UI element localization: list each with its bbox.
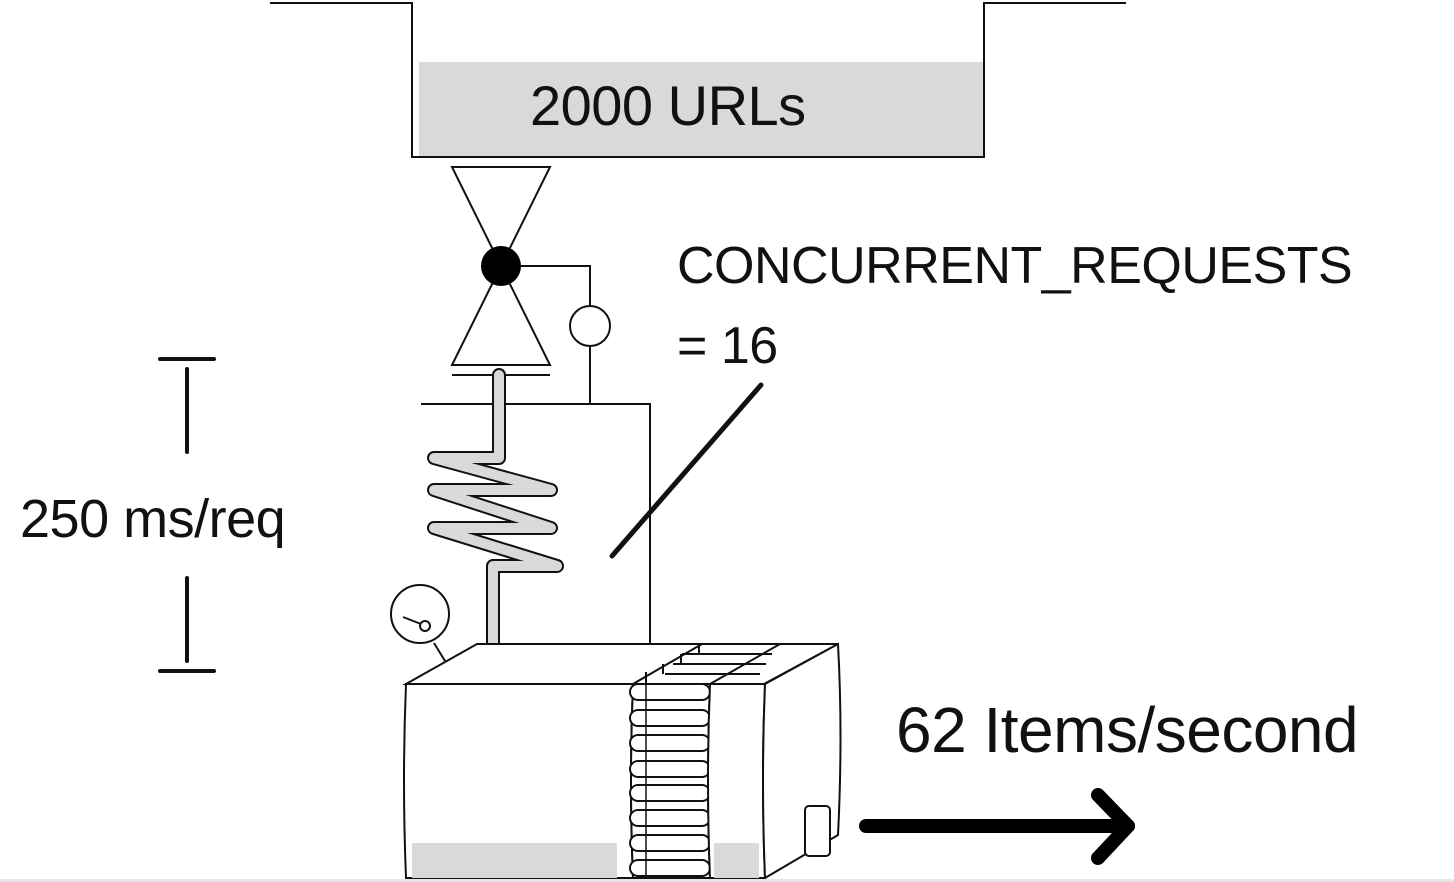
- gauge-dial: [390, 584, 450, 644]
- arrow-right-icon: [859, 788, 1135, 865]
- machine-left-base-fill: [412, 843, 617, 878]
- latency-label: 250 ms/req: [20, 489, 286, 549]
- grille-slat: [629, 859, 711, 877]
- concurrency-setting-name: CONCURRENT_REQUESTS: [677, 237, 1353, 295]
- grille-slat: [629, 834, 711, 852]
- gauge-needle: [402, 616, 422, 625]
- control-sensor: [569, 305, 611, 347]
- concurrency-leader-line: [609, 382, 764, 559]
- valve-actuator: [481, 246, 521, 286]
- hopper-label: 2000 URLs: [530, 74, 806, 137]
- coil-pipe-icon: [427, 368, 564, 667]
- gauge-icon: [390, 584, 454, 675]
- machine-front-base-fill: [714, 843, 759, 878]
- latency-dimension: [158, 357, 216, 673]
- bottom-edge: [0, 879, 1454, 882]
- grille-slat: [629, 734, 711, 752]
- arrow-head: [1091, 788, 1135, 865]
- machine-output-spout: [804, 805, 831, 857]
- control-line-top: [521, 265, 591, 306]
- throughput-label: 62 Items/second: [896, 694, 1359, 766]
- grille-slat: [629, 784, 711, 802]
- grille-slat: [629, 709, 711, 727]
- grille-slat: [629, 683, 711, 701]
- machine-top-face: [402, 643, 839, 685]
- grille-top: [632, 643, 781, 685]
- concurrency-setting-value: = 16: [677, 317, 778, 375]
- gauge-pivot: [419, 620, 431, 632]
- url-hopper: [270, 2, 1126, 158]
- valve-top-cone: [450, 166, 552, 269]
- hopper-contents-fill: [419, 62, 984, 157]
- machine-icon: [402, 642, 842, 880]
- grille-slats: [629, 683, 711, 877]
- grille-slat: [629, 809, 711, 827]
- grille-slat: [629, 760, 711, 778]
- valve-icon: [450, 166, 611, 404]
- coil-path-fill: [429, 370, 562, 665]
- valve-bottom-cone: [450, 263, 552, 366]
- hopper-outline: [270, 2, 1126, 158]
